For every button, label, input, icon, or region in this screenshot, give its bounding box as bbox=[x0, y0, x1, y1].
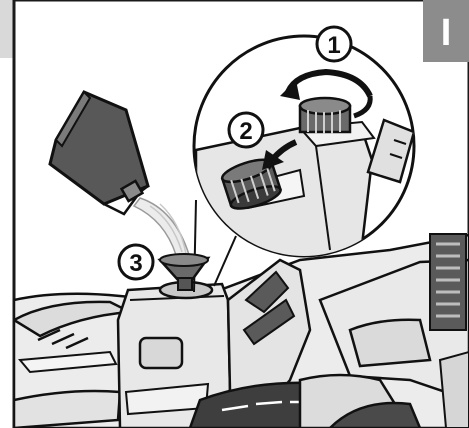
right-panel bbox=[350, 320, 430, 366]
step-2-number: 2 bbox=[239, 118, 252, 145]
grille-lines bbox=[436, 244, 460, 316]
tank-window bbox=[140, 338, 182, 368]
fuel-cap-mounted bbox=[300, 98, 350, 134]
step-callout-2: 2 bbox=[229, 113, 263, 147]
step-callout-3: 3 bbox=[119, 245, 153, 279]
step-callout-1: 1 bbox=[317, 27, 351, 61]
funnel-spout bbox=[178, 278, 192, 290]
section-tab: I bbox=[423, 0, 469, 62]
right-edge-panel bbox=[440, 352, 469, 428]
step-3-number: 3 bbox=[129, 250, 142, 277]
section-letter: I bbox=[441, 12, 452, 54]
step-1-number: 1 bbox=[327, 32, 340, 59]
funnel-rim bbox=[160, 254, 208, 266]
